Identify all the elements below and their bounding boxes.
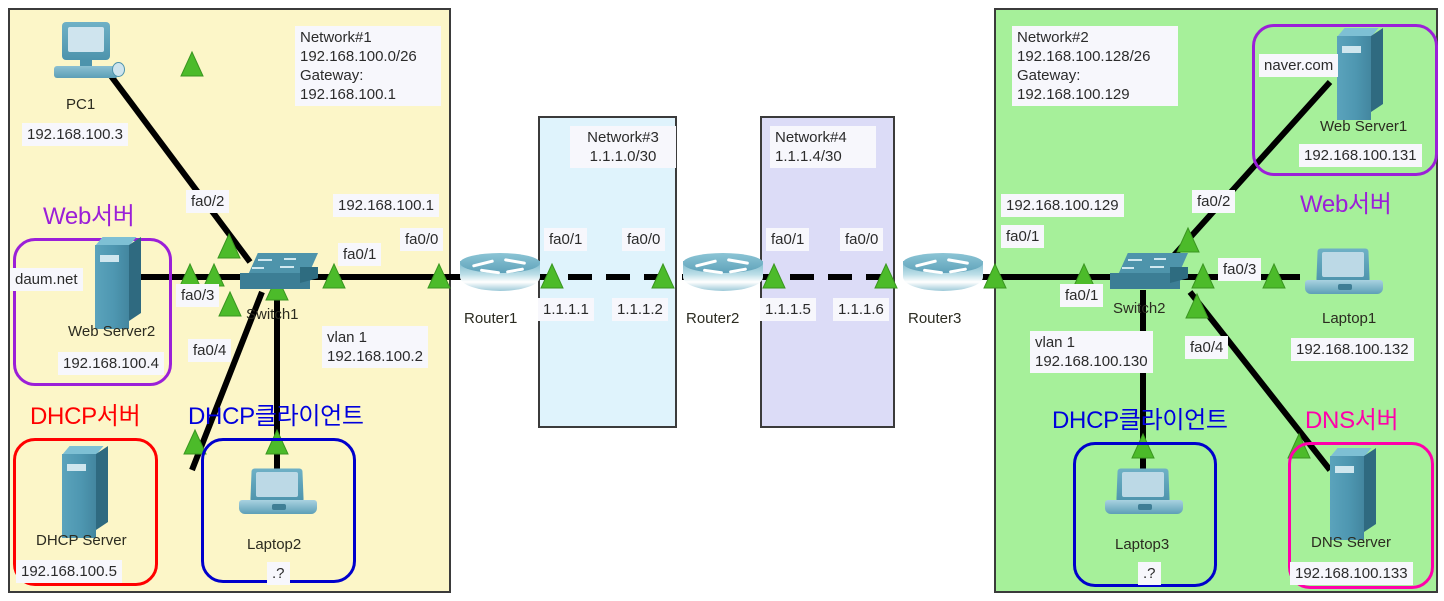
interface-switch2-fa0-4: fa0/4	[1185, 336, 1229, 359]
network3-info: Network#3 1.1.1.0/30	[570, 126, 676, 168]
interface-router3-fa0-1-ip: 192.168.100.129	[1001, 194, 1124, 217]
router2-name: Router2	[686, 310, 740, 327]
caption-dhcp-client-left: DHCP클라이언트	[188, 403, 364, 430]
caption-web-server-left: Web서버	[43, 203, 135, 230]
interface-router2-fa0-1-ip: 1.1.1.5	[760, 298, 816, 321]
caption-dhcp-server: DHCP서버	[30, 403, 141, 430]
laptop1-name: Laptop1	[1322, 310, 1377, 327]
group-box-dhcp-client-right	[1073, 442, 1217, 587]
switch2-icon[interactable]	[1110, 253, 1188, 291]
interface-router3-fa0-1: fa0/1	[1001, 225, 1045, 248]
interface-router1-fa0-1: fa0/1	[544, 228, 588, 251]
dhcp-server-icon[interactable]	[62, 446, 108, 538]
switch2-name: Switch2	[1113, 300, 1166, 317]
pc1-ip: 192.168.100.3	[22, 123, 128, 146]
interface-router1-fa0-1-ip: 1.1.1.1	[538, 298, 594, 321]
caption-web-server-right: Web서버	[1300, 191, 1392, 218]
caption-dns-server: DNS서버	[1305, 407, 1399, 434]
switch1-vlan: vlan 1 192.168.100.2	[322, 326, 428, 368]
group-box-web-server-right	[1252, 24, 1438, 176]
web-server2-ip: 192.168.100.4	[58, 352, 164, 375]
pc1-name: PC1	[66, 96, 96, 113]
web-server2-name: Web Server2	[68, 323, 156, 340]
interface-switch2-fa0-2: fa0/2	[1192, 190, 1236, 213]
router1-name: Router1	[464, 310, 518, 327]
laptop1-icon[interactable]	[1305, 248, 1383, 300]
switch1-name: Switch1	[246, 306, 299, 323]
laptop2-name: Laptop2	[247, 536, 302, 553]
interface-switch2-fa0-1: fa0/1	[1060, 284, 1104, 307]
interface-router1-fa0-0: fa0/0	[400, 228, 444, 251]
pc1-icon[interactable]	[50, 22, 125, 88]
router3-name: Router3	[908, 310, 962, 327]
laptop3-icon[interactable]	[1105, 468, 1183, 520]
interface-switch1-fa0-3: fa0/3	[176, 284, 220, 307]
laptop3-name: Laptop3	[1115, 536, 1170, 553]
web-server2-icon[interactable]	[95, 237, 141, 329]
interface-switch2-fa0-3: fa0/3	[1218, 258, 1262, 281]
dns-server-ip: 192.168.100.133	[1290, 562, 1413, 585]
dhcp-server-name: DHCP Server	[36, 532, 127, 549]
group-box-dns-server	[1288, 442, 1434, 589]
interface-router3-fa0-0: fa0/0	[840, 228, 884, 251]
laptop2-icon[interactable]	[239, 468, 317, 520]
router3-icon[interactable]	[903, 253, 983, 297]
switch1-icon[interactable]	[240, 253, 318, 291]
interface-router2-fa0-1: fa0/1	[766, 228, 810, 251]
router2-icon[interactable]	[683, 253, 763, 297]
web-server1-domain: naver.com	[1259, 54, 1339, 77]
interface-switch1-fa0-2: fa0/2	[186, 190, 230, 213]
dns-server-name: DNS Server	[1311, 534, 1392, 551]
dhcp-server-ip: 192.168.100.5	[16, 560, 122, 583]
interface-router2-fa0-0: fa0/0	[622, 228, 666, 251]
router1-icon[interactable]	[460, 253, 540, 297]
laptop1-ip: 192.168.100.132	[1291, 338, 1414, 361]
network1-info: Network#1 192.168.100.0/26 Gateway: 192.…	[295, 26, 441, 106]
web-server1-icon[interactable]	[1337, 28, 1383, 120]
laptop3-ip: .?	[1138, 562, 1161, 585]
web-server1-ip: 192.168.100.131	[1299, 144, 1422, 167]
interface-router2-fa0-0-ip: 1.1.1.2	[612, 298, 668, 321]
group-box-web-server-left	[13, 238, 172, 386]
interface-switch1-fa0-4: fa0/4	[188, 339, 232, 362]
dns-server-icon[interactable]	[1330, 448, 1376, 540]
caption-dhcp-client-right: DHCP클라이언트	[1052, 407, 1228, 434]
web-server2-domain: daum.net	[10, 268, 83, 291]
interface-router3-fa0-0-ip: 1.1.1.6	[833, 298, 889, 321]
network4-info: Network#4 1.1.1.4/30	[770, 126, 876, 168]
interface-router1-fa0-0-ip: 192.168.100.1	[333, 194, 439, 217]
group-box-dhcp-server	[13, 438, 158, 586]
web-server1-name: Web Server1	[1320, 118, 1408, 135]
laptop2-ip: .?	[267, 562, 290, 585]
network2-info: Network#2 192.168.100.128/26 Gateway: 19…	[1012, 26, 1178, 106]
switch2-vlan: vlan 1 192.168.100.130	[1030, 331, 1153, 373]
interface-switch1-fa0-1: fa0/1	[338, 243, 382, 266]
